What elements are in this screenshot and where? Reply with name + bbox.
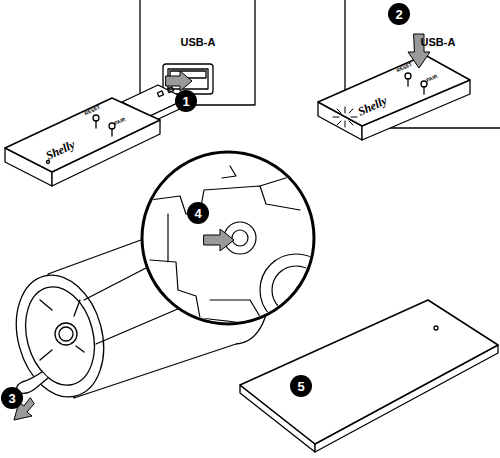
magnifier-circle	[142, 152, 314, 324]
dongle-top	[5, 98, 160, 172]
callout-circle	[290, 375, 312, 397]
callout-number: 3	[9, 392, 16, 405]
phone	[240, 300, 498, 444]
button	[232, 230, 248, 246]
dongle-top	[318, 55, 470, 126]
push-arrow	[204, 229, 234, 251]
port-label: USB-A	[181, 37, 216, 48]
callout-number: 2	[396, 8, 403, 21]
callout-circle	[175, 90, 197, 112]
push-arrow	[166, 71, 192, 91]
led-glow	[333, 107, 357, 127]
callout-circle	[388, 3, 410, 25]
callout-circle	[1, 387, 23, 409]
pull-tab	[17, 372, 48, 393]
cylinder-front	[3, 265, 116, 407]
callout-number: 1	[183, 95, 190, 108]
usb-port	[163, 64, 213, 94]
callout-number: 5	[298, 380, 305, 393]
callout-circle	[187, 202, 209, 224]
port-label: USB-A	[421, 37, 456, 48]
callout-number: 4	[195, 207, 202, 220]
